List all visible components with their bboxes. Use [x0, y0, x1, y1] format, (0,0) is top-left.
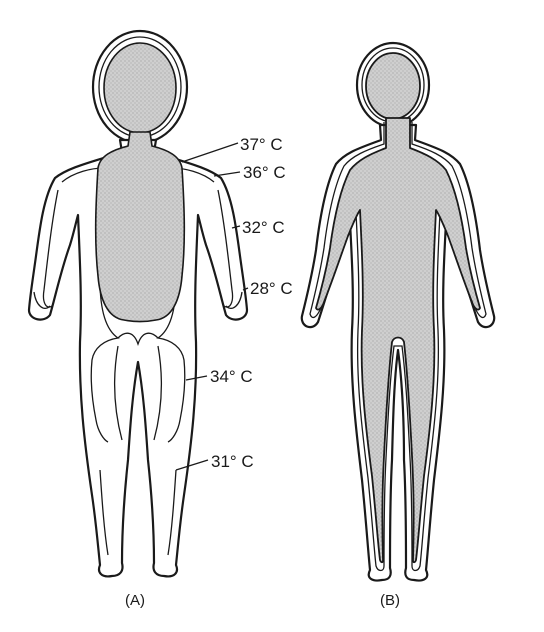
figure-a-arm-shell-l: [42, 189, 59, 308]
figure-a-crotch-shell: [117, 332, 159, 347]
label-34c: 34° C: [210, 367, 253, 386]
figure-a-head-core: [103, 42, 177, 134]
figure-a-hand-shell-l: [33, 291, 51, 309]
figure-a-thigh-shell-r: [153, 345, 163, 441]
leader-32: [231, 225, 241, 229]
figure-a-trunk-core: [94, 131, 186, 323]
leader-34: [185, 375, 208, 381]
leader-37: [181, 142, 239, 163]
figure-b-core: [315, 52, 481, 564]
figure-a-leaders: [175, 142, 249, 471]
label-36c: 36° C: [243, 163, 286, 182]
figure-a-calf-shell-l: [99, 469, 109, 556]
leader-31: [175, 459, 209, 471]
figure-b-head-core: [365, 52, 421, 120]
figure-a-calf-shell-r: [167, 469, 177, 556]
figure-a: 37° C 36° C 32° C 28° C 34° C 31° C (A): [27, 29, 293, 609]
figure-b-body-core: [315, 117, 481, 564]
label-32c: 32° C: [242, 218, 285, 237]
caption-b: (B): [380, 592, 400, 609]
caption-a: (A): [125, 592, 145, 609]
figure-b: (B): [300, 41, 496, 609]
label-31c: 31° C: [211, 452, 254, 471]
figure-a-thigh-shell-l: [113, 345, 123, 441]
figure-a-core: [94, 42, 186, 323]
figure-a-body-outer: [27, 138, 249, 578]
figure-a-arm-shell-r: [217, 189, 234, 308]
figure-a-labels: 37° C 36° C 32° C 28° C 34° C 31° C: [210, 135, 293, 471]
leader-28: [242, 287, 249, 291]
label-28c: 28° C: [250, 279, 293, 298]
figure-a-hand-shell-r: [225, 291, 243, 309]
label-37c: 37° C: [240, 135, 283, 154]
leader-36: [213, 171, 241, 177]
